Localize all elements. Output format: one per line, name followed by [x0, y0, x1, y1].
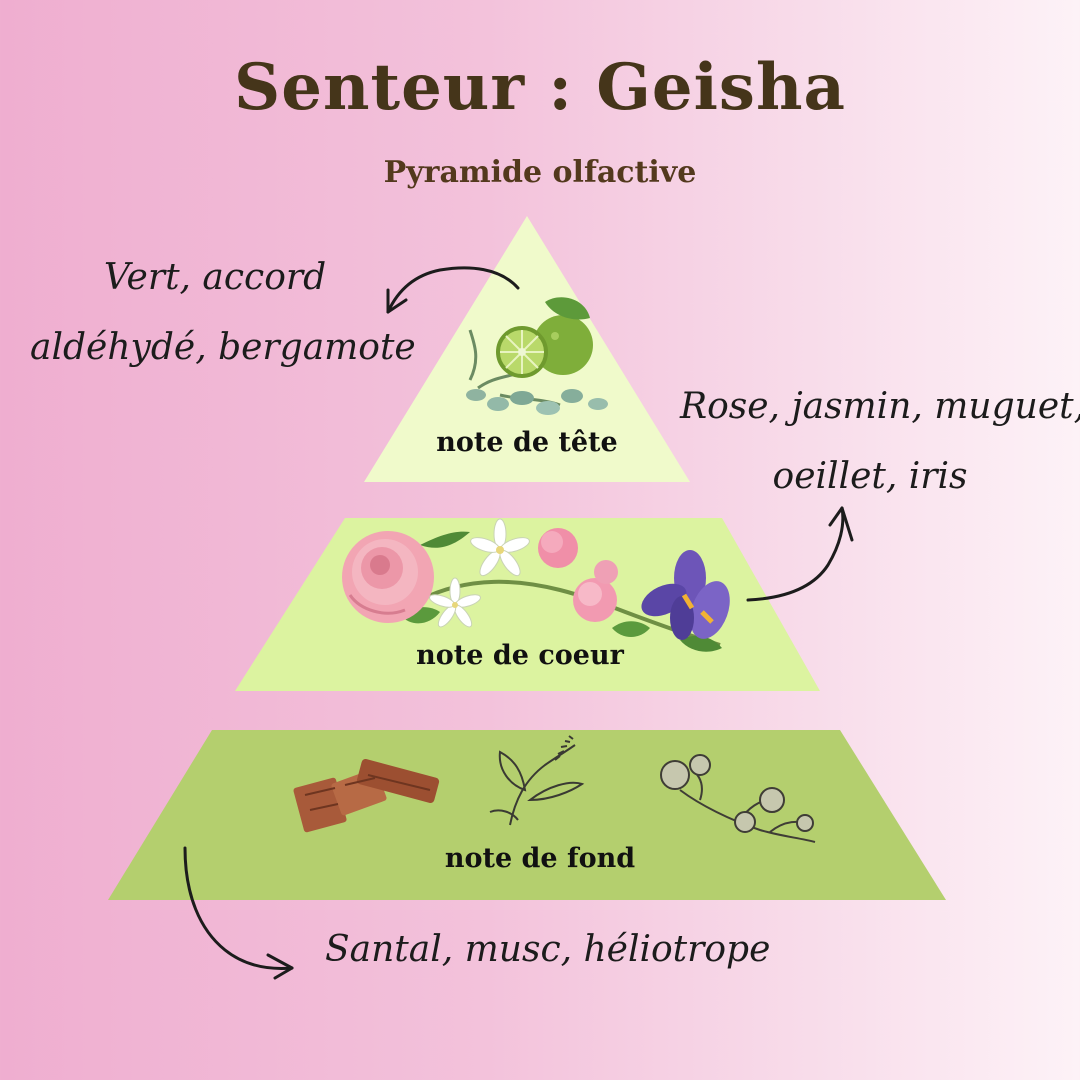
top-notes-line1: Vert, accord	[103, 257, 327, 298]
musk-plant-icon	[660, 754, 816, 843]
tier-label-middle: note de coeur	[416, 640, 624, 671]
sandalwood-icon	[293, 758, 440, 833]
page-subtitle: Pyramide olfactive	[383, 155, 697, 190]
top-notes-line2: aldéhydé, bergamote	[30, 327, 416, 368]
bergamot-icon	[466, 297, 608, 415]
tier-label-top: note de tête	[436, 427, 618, 458]
arrow-heart-note-icon	[746, 506, 854, 602]
tier-label-bottom: note de fond	[444, 843, 636, 874]
arrow-base-note-icon	[183, 846, 294, 980]
heliotrope-icon	[489, 735, 585, 826]
page-title: Senteur : Geisha	[234, 50, 846, 125]
carnation-icon	[538, 528, 618, 622]
heart-notes-line2: oeillet, iris	[772, 456, 968, 497]
heart-notes-line1: Rose, jasmin, muguet,	[680, 386, 1080, 427]
arrow-top-note-icon	[386, 266, 520, 314]
jasmine-icon	[429, 518, 530, 628]
flower-bouquet-icon	[342, 518, 730, 652]
iris-icon	[641, 550, 730, 640]
base-notes-text: Santal, musc, héliotrope	[325, 929, 771, 970]
heart-notes-text: Rose, jasmin, muguet, oeillet, iris	[680, 372, 1080, 512]
tier-bottom	[108, 730, 946, 900]
top-notes-text: Vert, accord aldéhydé, bergamote	[30, 243, 416, 383]
rose-icon	[342, 531, 434, 623]
